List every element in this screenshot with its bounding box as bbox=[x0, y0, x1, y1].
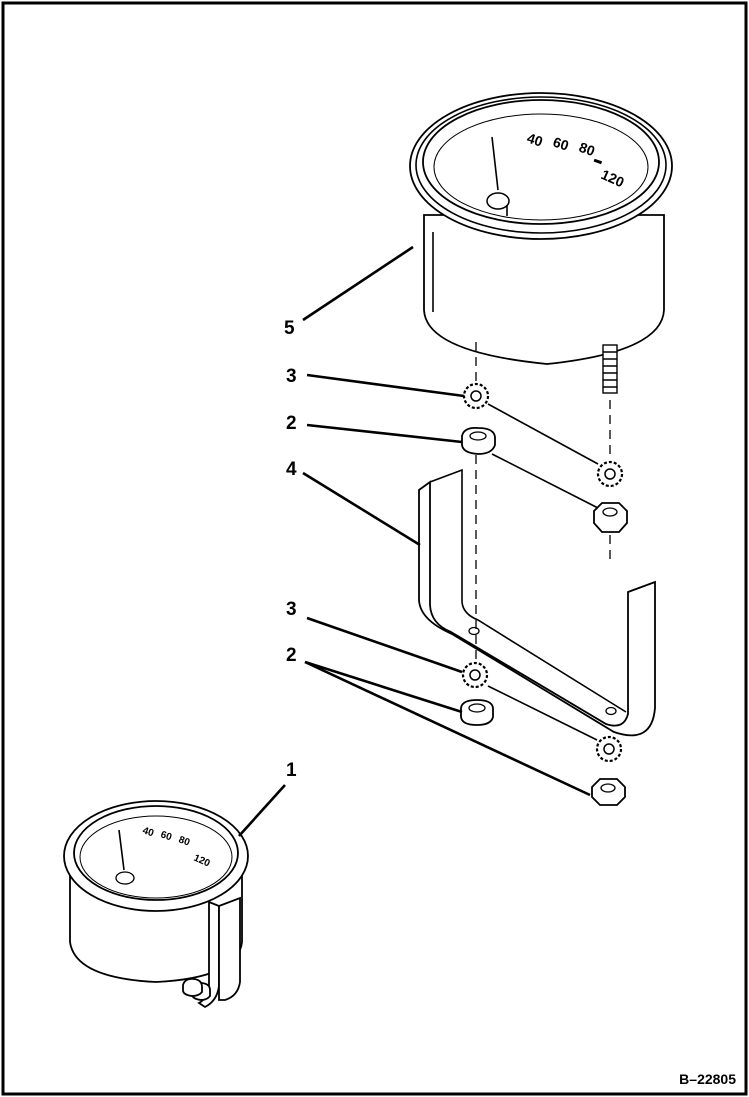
center-lines bbox=[475, 342, 611, 741]
large-gauge-scale-80: 80 bbox=[577, 139, 597, 159]
small-gauge-scale-60: 60 bbox=[159, 829, 173, 843]
leader-lines bbox=[238, 245, 591, 837]
callout-2: 2 bbox=[286, 413, 297, 434]
callout-4: 4 bbox=[286, 459, 297, 480]
callout-5: 5 bbox=[284, 318, 295, 339]
lower-hardware bbox=[460, 661, 626, 806]
gauge-assembly-large: 40 60 80 120 bbox=[409, 92, 673, 394]
callout-3-lower: 3 bbox=[286, 599, 297, 620]
gauge-assembly-small: 40 60 80 120 bbox=[63, 800, 249, 1009]
callout-3: 3 bbox=[286, 366, 297, 387]
small-gauge-scale-40: 40 bbox=[141, 825, 155, 839]
upper-hardware bbox=[461, 382, 628, 533]
figure-reference-id: B–22805 bbox=[679, 1071, 736, 1087]
callout-1: 1 bbox=[286, 760, 297, 781]
callout-2-lower: 2 bbox=[286, 645, 297, 666]
large-gauge-scale-40: 40 bbox=[525, 130, 545, 150]
small-gauge-scale-80: 80 bbox=[177, 834, 192, 848]
large-gauge-scale-60: 60 bbox=[551, 134, 571, 154]
mounting-bracket bbox=[418, 468, 656, 737]
